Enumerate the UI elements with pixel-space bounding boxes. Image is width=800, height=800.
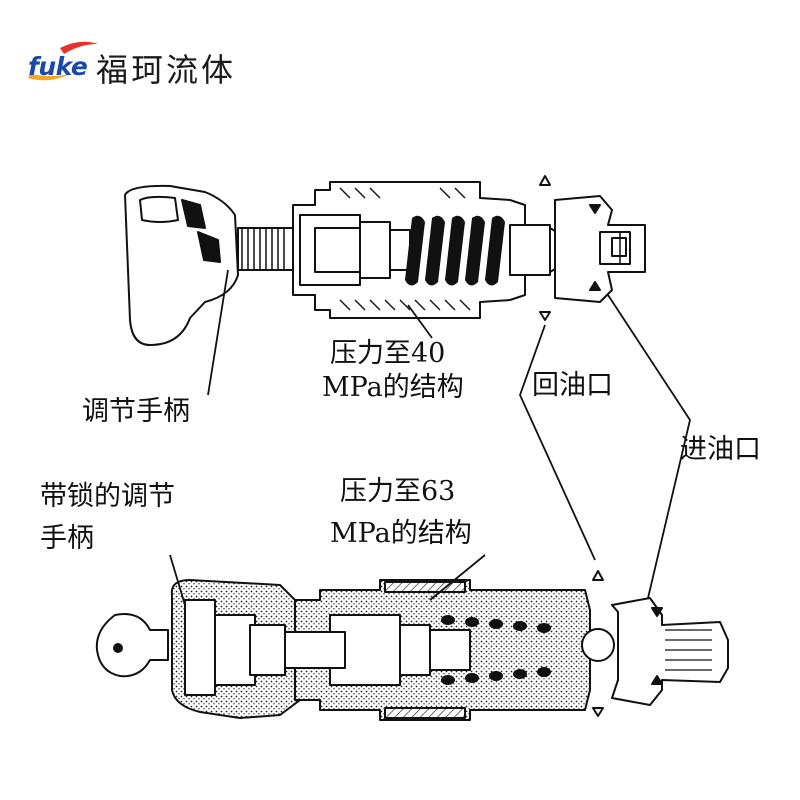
label-lower-structure-line1: 压力至63 <box>340 476 456 507</box>
label-lower-structure-line2: MPa的结构 <box>330 518 472 549</box>
fuke-logo-swoosh <box>28 41 98 81</box>
leader-lines <box>169 269 691 606</box>
key-shape <box>95 613 169 678</box>
lower-valve-assembly <box>95 570 729 721</box>
lower-spring <box>441 615 551 685</box>
lower-ball <box>581 628 615 662</box>
label-upper-structure-line1: 压力至40 <box>330 338 446 369</box>
label-upper-handle: 调节手柄 <box>82 396 190 427</box>
fuke-logo-text: fuke <box>28 52 88 81</box>
label-return-port: 回油口 <box>532 370 613 401</box>
label-upper-structure-line2: MPa的结构 <box>322 372 464 403</box>
upper-handle-shape <box>124 184 239 346</box>
upper-valve-assembly <box>124 175 646 346</box>
upper-spring <box>405 215 505 286</box>
label-inlet-port: 进油口 <box>680 434 761 465</box>
brand-name: 福珂流体 <box>96 51 237 89</box>
label-lower-handle-line1: 带锁的调节 <box>40 481 175 512</box>
lower-seat-block <box>611 597 729 706</box>
label-lower-handle-line2: 手柄 <box>40 523 94 554</box>
